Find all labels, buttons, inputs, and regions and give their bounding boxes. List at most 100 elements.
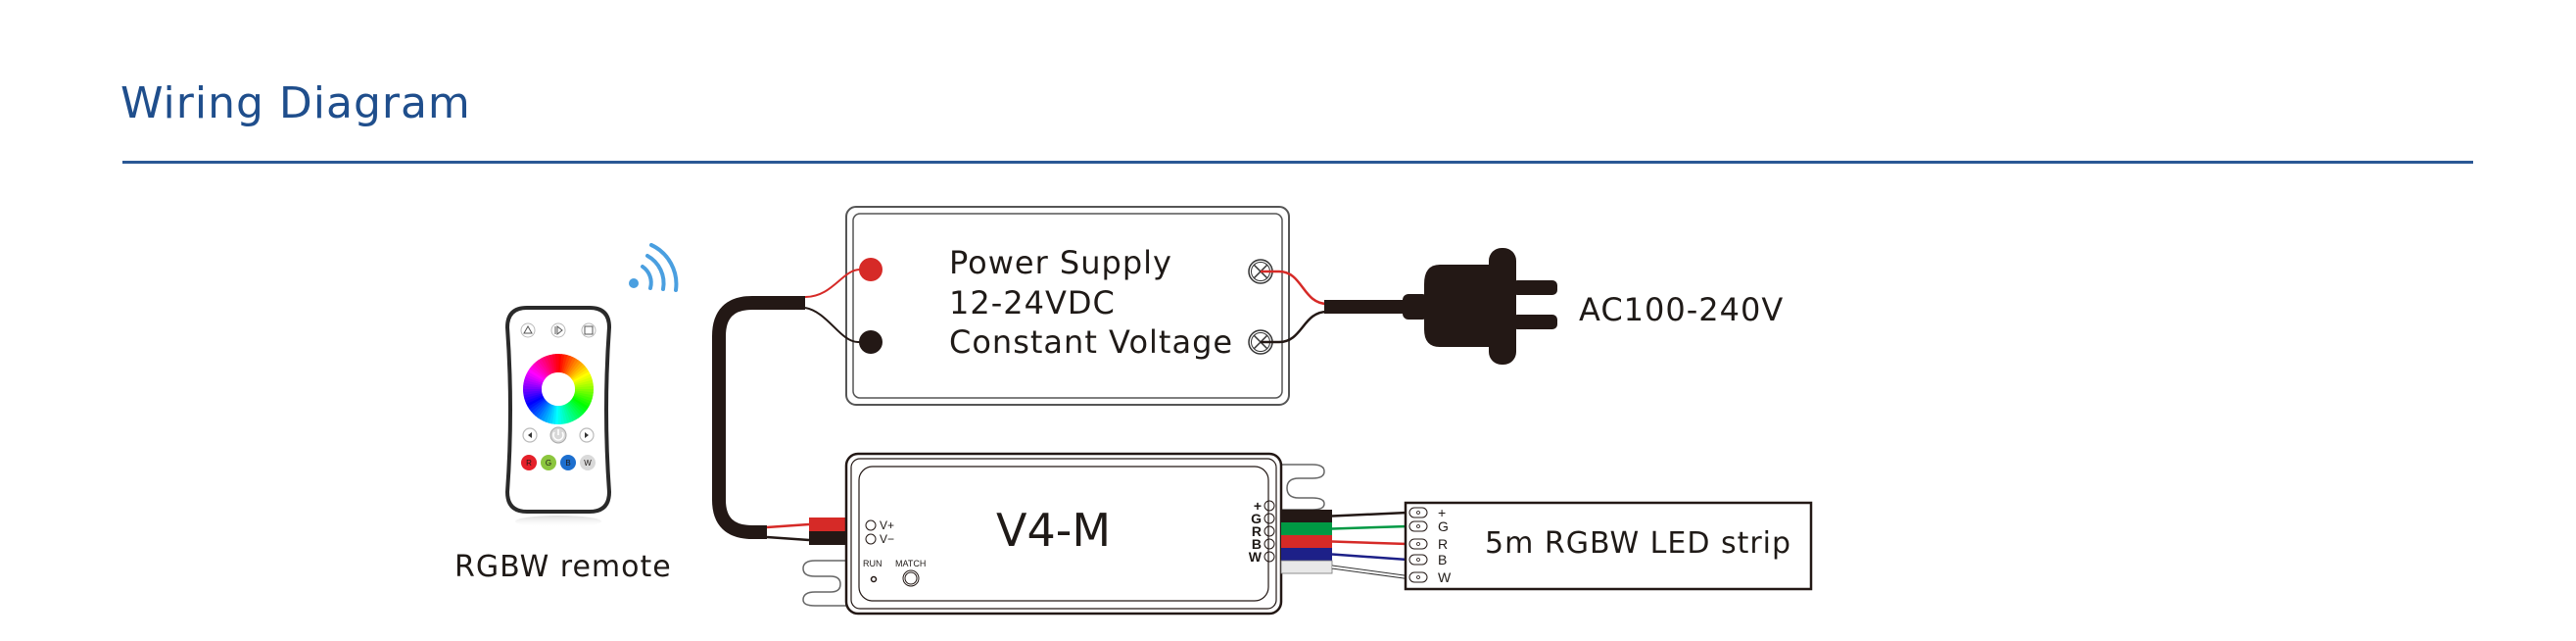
output-sleeve-w (1280, 560, 1333, 574)
output-port-w (1264, 551, 1275, 563)
strip-solder-pad (1408, 507, 1428, 518)
color-wheel-segment (574, 391, 594, 399)
color-wheel-segment (554, 354, 559, 373)
color-wheel-segment (543, 355, 553, 374)
ac-plug-icon (1324, 248, 1557, 365)
output-wire-plus (1331, 511, 1408, 518)
ac-wire-red (1261, 270, 1328, 306)
strip-pad-label: B (1438, 552, 1447, 567)
color-wheel-segment (563, 356, 574, 374)
color-wheel-segment (525, 373, 544, 384)
color-wheel-segment (529, 398, 546, 413)
left-arrow-button[interactable] (522, 427, 538, 443)
color-wheel-segment (568, 362, 584, 378)
strip-pad-hole (1416, 542, 1420, 546)
right-arrow-button[interactable] (579, 427, 595, 443)
power-button[interactable] (549, 426, 567, 444)
remote-button-g-label: G (546, 459, 551, 468)
output-sleeve-b (1281, 548, 1332, 561)
color-wheel-segment (573, 393, 593, 402)
run-indicator-led (870, 575, 878, 583)
strip-solder-pad (1408, 520, 1428, 532)
color-wheel-segment (557, 405, 562, 424)
output-sleeve-r (1281, 535, 1332, 548)
remote-button-b-label: B (565, 459, 570, 468)
color-wheel-segment (537, 402, 550, 420)
output-port-g (1264, 513, 1275, 524)
save-icon (581, 322, 596, 338)
color-wheel-segment (540, 403, 551, 421)
color-wheel-segment (549, 354, 556, 373)
power-supply-title: Power Supply (949, 244, 1172, 281)
right-mounting-ear (1279, 464, 1325, 511)
output-port-b (1264, 538, 1275, 550)
strip-solder-pad (1408, 571, 1428, 583)
strip-pad-hole (1416, 575, 1420, 579)
color-wheel-segment (524, 393, 544, 402)
color-wheel-segment (570, 364, 586, 379)
color-wheel-segment (563, 404, 574, 423)
color-wheel-segment (562, 355, 571, 374)
color-wheel-segment (529, 366, 547, 380)
remote-button-w[interactable]: W (580, 455, 596, 470)
page-title: Wiring Diagram (120, 78, 471, 128)
color-wheel-segment (541, 357, 552, 375)
color-wheel-segment (523, 391, 543, 399)
led-strip-label: 5m RGBW LED strip (1485, 526, 1791, 561)
strip-pad-hole (1416, 524, 1420, 528)
dc-wire-red-ps (804, 269, 871, 298)
color-wheel-segment (531, 399, 547, 415)
output-port-label: R (1252, 523, 1262, 539)
color-wheel-segment (574, 385, 594, 390)
match-button[interactable] (902, 569, 920, 587)
output-wire-r (1331, 540, 1408, 546)
color-wheel[interactable] (523, 354, 594, 424)
color-wheel-segment (569, 399, 586, 415)
color-wheel-segment (571, 397, 590, 411)
color-wheel-segment (526, 370, 545, 382)
play-icon (550, 322, 566, 338)
strip-solder-pad (1408, 538, 1428, 550)
color-wheel-segment (546, 404, 554, 423)
dc-cable (712, 296, 805, 539)
remote-button-w-label: W (584, 459, 592, 468)
output-port-label: G (1251, 511, 1262, 526)
color-wheel-segment (531, 364, 548, 379)
color-wheel-segment (535, 360, 549, 376)
ac-wire-black (1261, 310, 1328, 344)
color-wheel-segment (571, 369, 590, 381)
color-wheel-segment (524, 394, 544, 405)
output-wires (1280, 510, 1408, 579)
color-wheel-segment (572, 396, 591, 408)
remote-button-r[interactable]: R (521, 455, 537, 470)
output-port-label: B (1252, 536, 1262, 552)
color-wheel-segment (568, 401, 584, 417)
color-wheel-segment (567, 360, 582, 377)
dc-sleeve-red (809, 518, 846, 531)
output-wire-b (1331, 553, 1408, 562)
color-wheel-segment (562, 404, 571, 423)
title-divider (122, 161, 2473, 164)
remote-label: RGBW remote (454, 550, 672, 584)
input-port-vplus (865, 519, 877, 531)
output-port-r (1264, 525, 1275, 537)
input-port-vminus (865, 533, 877, 545)
color-wheel-segment (533, 400, 549, 417)
match-label: MATCH (895, 559, 926, 568)
color-wheel-segment (574, 379, 594, 387)
output-port-label: + (1254, 498, 1262, 514)
color-wheel-segment (573, 373, 593, 384)
color-wheel-segment (565, 357, 577, 375)
output-port-plus (1264, 500, 1275, 512)
color-wheel-segment (560, 354, 568, 373)
color-wheel-segment (572, 371, 591, 383)
strip-pad-label: R (1438, 536, 1448, 552)
color-wheel-segment (549, 405, 556, 424)
remote-button-b[interactable]: B (560, 455, 576, 470)
remote-button-g[interactable]: G (541, 455, 556, 470)
remote-reflection (515, 516, 601, 527)
